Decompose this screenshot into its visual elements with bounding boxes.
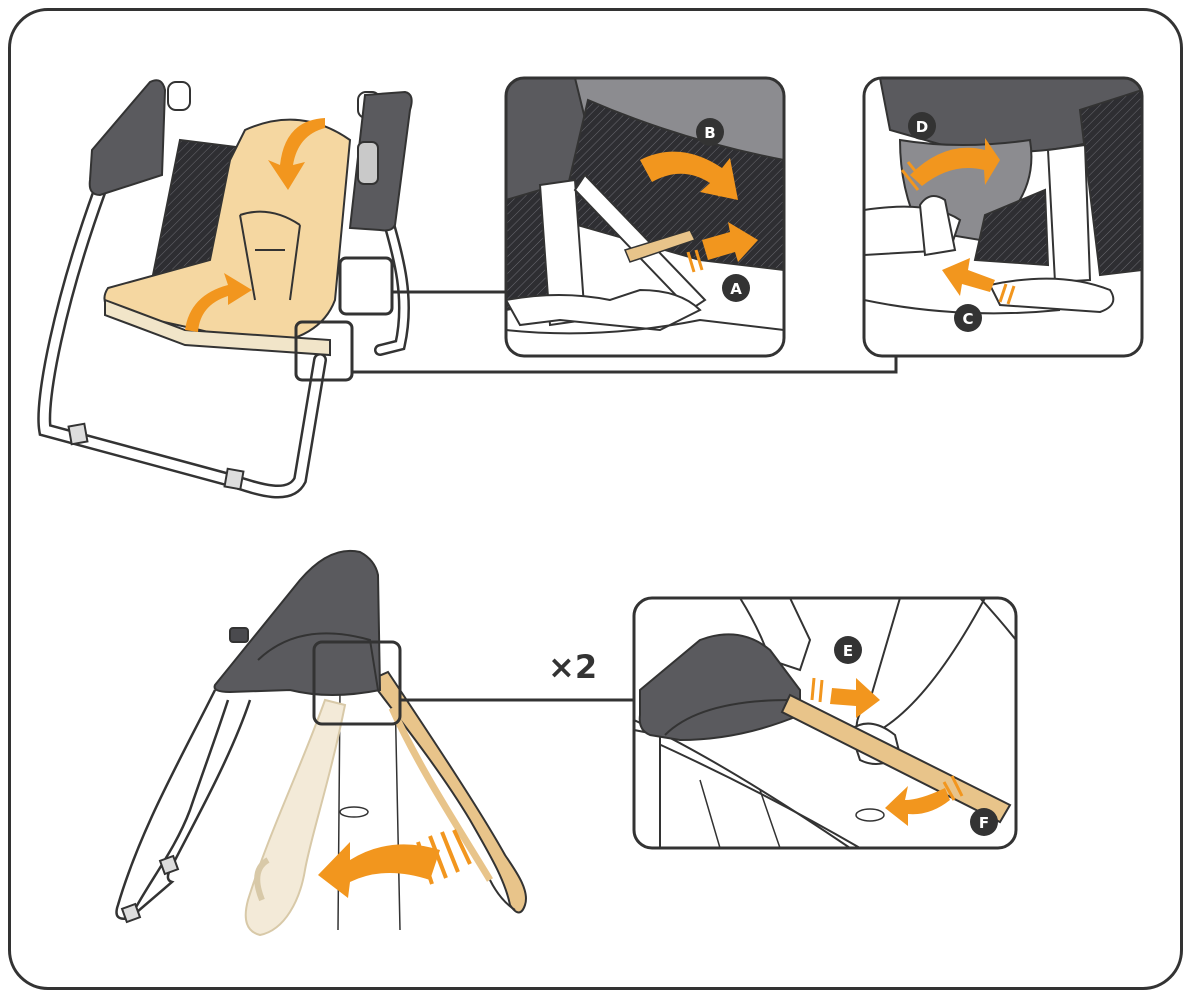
curved-arrow-icon <box>268 118 325 190</box>
callout-frame <box>338 256 394 316</box>
label-d: D <box>916 118 928 136</box>
callout-frame <box>294 320 354 382</box>
page-frame <box>8 8 1183 990</box>
curved-arrow-icon <box>318 842 440 898</box>
circle-badge-icon <box>954 304 982 332</box>
multiplier-label: ×2 <box>548 648 597 686</box>
housing-with-legs <box>115 549 634 937</box>
circle-badge-icon <box>970 808 998 836</box>
arrow-icon <box>942 258 995 296</box>
label-c: C <box>962 310 973 328</box>
arrow-icon <box>830 678 880 718</box>
circle-badge-icon <box>696 118 724 146</box>
swing-with-seat <box>37 79 898 499</box>
detail-panel-ab: B A <box>504 76 786 358</box>
circle-badge-icon <box>722 274 750 302</box>
circle-badge-icon <box>834 636 862 664</box>
curved-arrow-icon <box>885 786 950 826</box>
label-e: E <box>843 642 853 660</box>
circle-badge-icon <box>908 112 936 140</box>
arrow-icon <box>702 222 758 262</box>
callout-frame <box>312 640 402 726</box>
curved-arrow-icon <box>910 138 1000 186</box>
curved-arrow-icon <box>185 273 252 332</box>
detail-panel-cd: D C <box>862 76 1144 358</box>
label-a: A <box>730 280 742 298</box>
detail-panel-ef: E F <box>632 596 1018 850</box>
label-f: F <box>979 814 989 832</box>
curved-arrow-icon <box>640 151 738 200</box>
label-b: B <box>704 124 715 142</box>
